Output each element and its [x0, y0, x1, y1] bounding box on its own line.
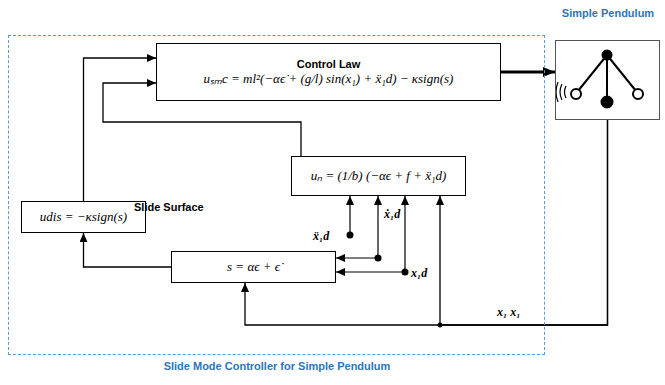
signal-connector: [84, 58, 157, 201]
box-heading: Slide Surface: [134, 201, 204, 214]
formula-text: s = αϵ + ϵ̇: [227, 259, 280, 275]
formula-text: uₙ = (1/b) (−αϵ + f + ẍ₁d): [311, 168, 447, 184]
signal-connector: [245, 120, 608, 325]
control-signal-arrow: [501, 71, 555, 74]
discontinuous-control-box: udis = −κsign(s): [21, 201, 146, 233]
region-caption: Slide Mode Controller for Simple Pendulu…: [164, 360, 391, 372]
signal-connector: [103, 83, 301, 156]
plant-title: Simple Pendulum: [562, 7, 654, 19]
formula-text: uₛₘc = ml²(−αϵ̇ + (g/l) sin(x₁) + ẍ₁d) −…: [204, 71, 454, 87]
reference-signal-wires: [336, 196, 405, 272]
signal-label: x₁ x₁: [496, 305, 521, 319]
junction-dots: [347, 232, 443, 328]
signal-label: ẍ₁d: [312, 229, 330, 243]
box-heading: Control Law: [297, 58, 361, 71]
plant-box: Simple Pendulum: [555, 40, 660, 120]
equivalent-control-box: uₙ = (1/b) (−αϵ + f + ẍ₁d): [291, 156, 466, 196]
signal-connector: [440, 120, 608, 325]
pendulum-figure: [556, 51, 643, 108]
sliding-surface-box: Slide Surfaces = αϵ + ϵ̇: [171, 251, 336, 283]
formula-text: udis = −κsign(s): [40, 209, 127, 225]
control-law-box: Control Lawuₛₘc = ml²(−αϵ̇ + (g/l) sin(x…: [156, 43, 501, 101]
signal-label: x₁d: [410, 266, 428, 280]
controller-region: Control Lawuₛₘc = ml²(−αϵ̇ + (g/l) sin(x…: [8, 35, 545, 355]
signal-label: ẋ₁d: [383, 207, 401, 221]
signal-connector: [84, 233, 172, 267]
